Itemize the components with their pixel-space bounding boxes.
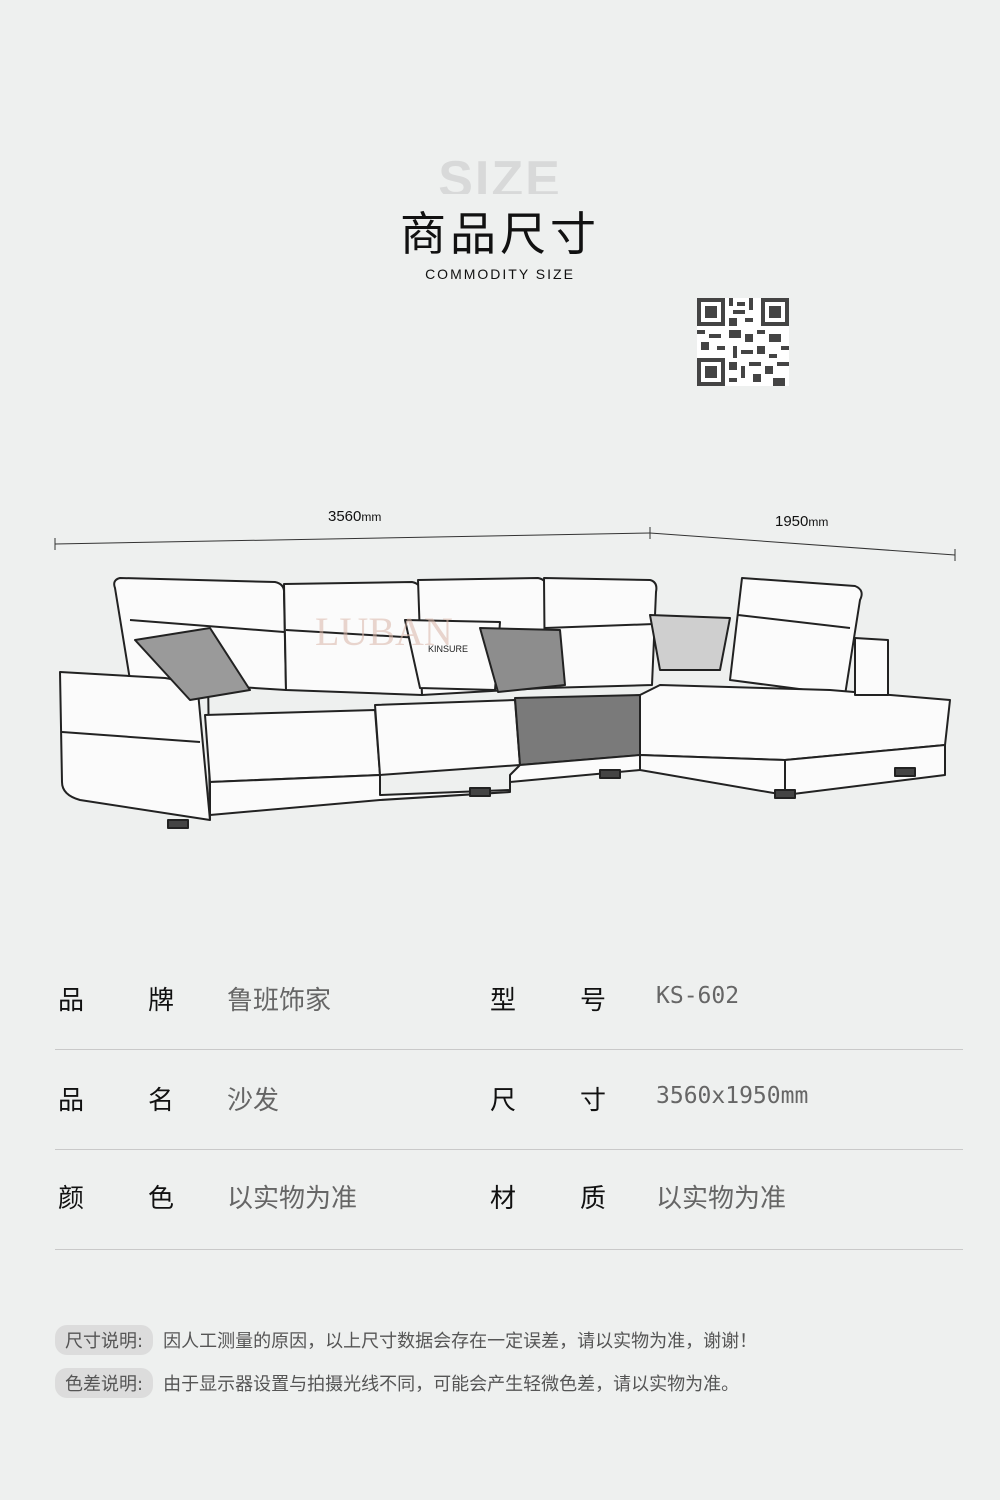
- divider: [55, 1049, 963, 1050]
- spec-label: 品: [58, 1086, 85, 1116]
- spec-label: 尺: [490, 1086, 517, 1116]
- spec-label: 色: [148, 1184, 175, 1214]
- length-dimension: 3560mm: [328, 508, 381, 525]
- qr-code-icon: [697, 298, 789, 386]
- pillow-label: KINSURE: [428, 644, 468, 654]
- spec-row: 颜 色 以实物为准 材 质 以实物为准: [55, 1150, 963, 1250]
- note-text: 因人工测量的原因，以上尺寸数据会存在一定误差，请以实物为准，谢谢！: [163, 1331, 758, 1352]
- watermark-logo: LUBAN: [315, 609, 453, 654]
- page-subtitle: COMMODITY SIZE: [425, 266, 575, 282]
- spec-label: 牌: [148, 986, 175, 1016]
- length-unit: mm: [361, 510, 382, 524]
- spec-label: 材: [490, 1184, 517, 1214]
- length-value: 3560: [328, 508, 362, 525]
- page-title: 商品尺寸: [400, 207, 600, 261]
- spec-label: 号: [580, 986, 607, 1016]
- depth-value: 1950: [775, 513, 809, 530]
- dimension-lines: [54, 527, 956, 561]
- spec-value: 以实物为准: [227, 1184, 358, 1214]
- spec-label: 名: [148, 1086, 175, 1116]
- note-text: 由于显示器设置与拍摄光线不同，可能会产生轻微色差，请以实物为准。: [163, 1374, 740, 1395]
- spec-value: 沙发: [227, 1086, 280, 1116]
- spec-value: 鲁班饰家: [227, 986, 332, 1016]
- note-tag: 尺寸说明:: [55, 1325, 154, 1355]
- depth-dimension: 1950mm: [775, 513, 828, 530]
- spec-value: 3560x1950mm: [656, 1083, 809, 1109]
- depth-unit: mm: [808, 515, 829, 529]
- spec-label: 颜: [58, 1184, 85, 1214]
- spec-row: 品 名 沙发 尺 寸 3560x1950mm: [55, 1050, 963, 1150]
- divider: [55, 1249, 963, 1250]
- note-size: 尺寸说明: 因人工测量的原因，以上尺寸数据会存在一定误差，请以实物为准，谢谢！: [55, 1325, 757, 1355]
- size-background-word: SIZE: [438, 151, 562, 194]
- note-tag: 色差说明:: [55, 1368, 154, 1398]
- spec-label: 型: [490, 986, 517, 1016]
- sofa-illustration: LUBAN KINSURE: [59, 577, 951, 829]
- divider: [55, 1149, 963, 1150]
- spec-value: 以实物为准: [656, 1184, 787, 1214]
- spec-row: 品 牌 鲁班饰家 型 号 KS-602: [55, 950, 963, 1050]
- spec-label: 寸: [580, 1086, 607, 1116]
- spec-label: 品: [58, 986, 85, 1016]
- note-color: 色差说明: 由于显示器设置与拍摄光线不同，可能会产生轻微色差，请以实物为准。: [55, 1368, 739, 1398]
- spec-label: 质: [580, 1184, 607, 1214]
- spec-value: KS-602: [656, 983, 740, 1009]
